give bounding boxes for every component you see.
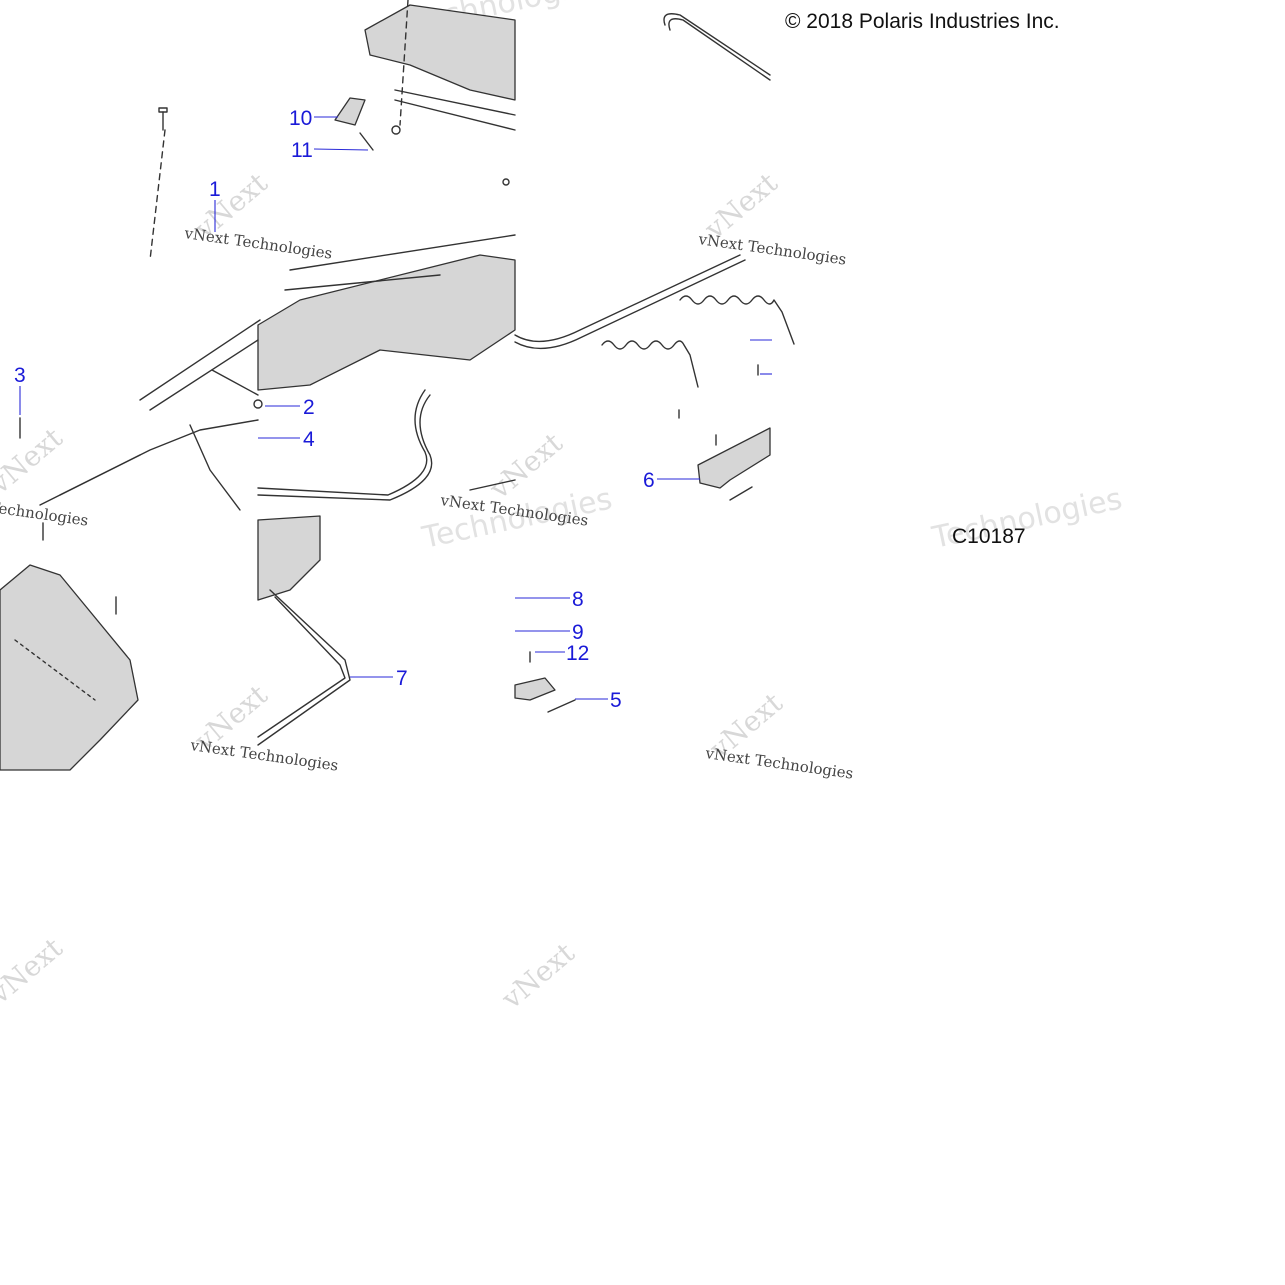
watermark-brand: vNext	[0, 931, 69, 1011]
watermark-layer: Technologies Technologies Technologies v…	[0, 0, 1125, 1016]
watermark-company: vNext Technologies	[0, 491, 90, 530]
callout-9: 9	[572, 621, 584, 644]
seat-rail-arc	[663, 13, 771, 81]
drawing-number: C10187	[952, 525, 1026, 548]
callout-12: 12	[566, 642, 589, 665]
bracket-5	[514, 651, 576, 713]
callout-8: 8	[572, 588, 584, 611]
callout-7: 7	[396, 667, 408, 690]
callout-4: 4	[303, 428, 315, 451]
callout-3: 3	[14, 364, 26, 387]
callout-5: 5	[610, 689, 622, 712]
upper-right-tray	[364, 0, 516, 186]
lower-left-tray	[0, 522, 139, 771]
watermark-brand: vNext	[0, 421, 69, 501]
watermark-company: vNext Technologies	[188, 736, 339, 775]
watermark-company: vNext Technologies	[696, 230, 847, 269]
watermark-company: vNext Technologies	[182, 224, 333, 263]
callout-2: 2	[303, 396, 315, 419]
left-frame	[39, 319, 263, 511]
springs	[601, 295, 795, 419]
callout-1: 1	[209, 178, 221, 201]
callout-11: 11	[291, 139, 313, 162]
callouts: 1 2 3 4 5 6 7 8 9 10 11 12	[14, 107, 772, 712]
lower-center-frame	[257, 515, 351, 746]
watermark-company: vNext Technologies	[703, 744, 854, 783]
bolt-long	[149, 107, 168, 261]
leader-11	[313, 148, 369, 151]
callout-10: 10	[289, 107, 312, 130]
bracket-10	[334, 97, 374, 151]
copyright-text: © 2018 Polaris Industries Inc.	[785, 10, 1060, 33]
callout-6: 6	[643, 469, 655, 492]
bracket-6	[697, 427, 771, 501]
watermark-brand: vNext	[495, 936, 582, 1016]
central-frame	[257, 234, 746, 501]
